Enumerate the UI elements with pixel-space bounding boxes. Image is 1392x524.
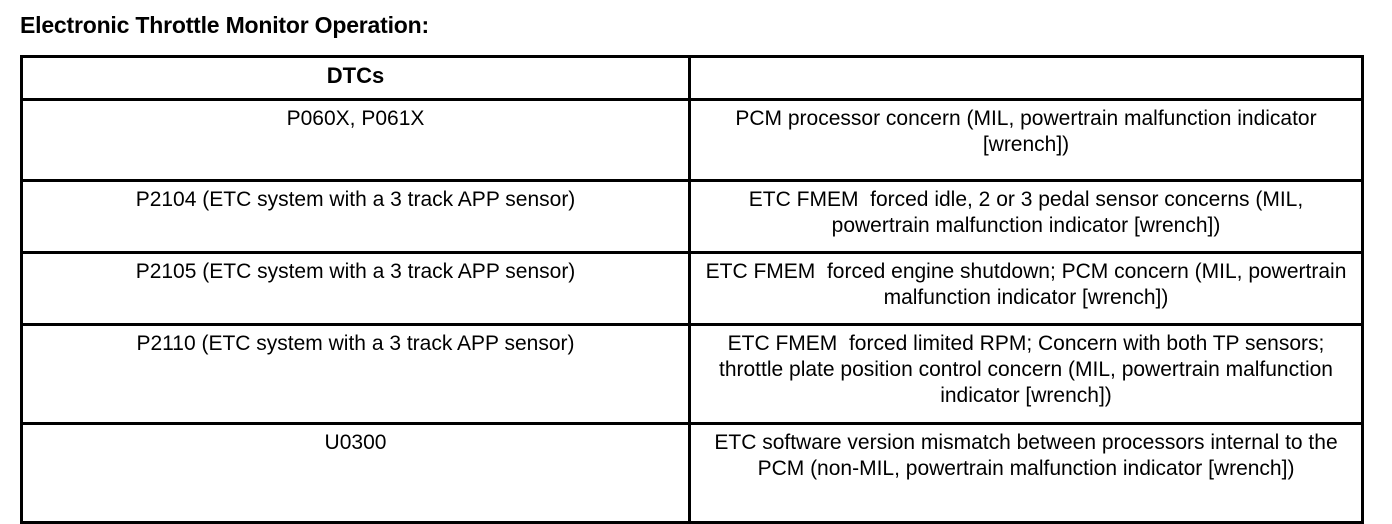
table-cell-dtc: P060X, P061X <box>20 98 691 182</box>
table-row: P2105 (ETC system with a 3 track APP sen… <box>20 251 1364 326</box>
table-cell-dtc: P2110 (ETC system with a 3 track APP sen… <box>20 323 691 425</box>
table-row: P060X, P061X PCM processor concern (MIL,… <box>20 98 1364 182</box>
table-cell-description: PCM processor concern (MIL, powertrain m… <box>688 98 1364 182</box>
dtc-code-text: P060X, P061X <box>286 107 425 130</box>
table-cell-description: ETC software version mismatch between pr… <box>688 422 1364 524</box>
table-row: P2104 (ETC system with a 3 track APP sen… <box>20 179 1364 254</box>
table-cell-dtc: P2104 (ETC system with a 3 track APP sen… <box>20 179 691 254</box>
dtc-code-text: P2105 (ETC system with a 3 track APP sen… <box>135 260 576 283</box>
description-text: ETC FMEM forced engine shutdown; PCM con… <box>705 260 1353 309</box>
description-text: ETC FMEM forced idle, 2 or 3 pedal senso… <box>748 188 1310 237</box>
table-cell-description: ETC FMEM forced idle, 2 or 3 pedal senso… <box>688 179 1364 254</box>
page-title: Electronic Throttle Monitor Operation: <box>20 12 429 38</box>
table-row: U0300 ETC software version mismatch betw… <box>20 422 1364 524</box>
document-page: Electronic Throttle Monitor Operation: D… <box>20 12 1364 524</box>
dtc-code-text: P2110 (ETC system with a 3 track APP sen… <box>136 332 575 355</box>
table-cell-description: ETC FMEM forced limited RPM; Concern wit… <box>688 323 1364 425</box>
dtc-code-text: U0300 <box>324 431 387 454</box>
description-text: ETC FMEM forced limited RPM; Concern wit… <box>719 332 1339 407</box>
description-text: ETC software version mismatch between pr… <box>714 431 1344 480</box>
table-cell-dtc: P2105 (ETC system with a 3 track APP sen… <box>20 251 691 326</box>
dtc-description-table: DTCs P060X, P061X PCM processor concern … <box>20 55 1364 524</box>
column-header-description <box>688 55 1364 101</box>
dtc-code-text: P2104 (ETC system with a 3 track APP sen… <box>135 188 576 211</box>
description-text: PCM processor concern (MIL, powertrain m… <box>735 107 1323 156</box>
table-header-row: DTCs <box>20 55 1364 101</box>
column-header-dtcs: DTCs <box>20 55 691 101</box>
column-header-dtcs-label: DTCs <box>326 63 385 88</box>
table-row: P2110 (ETC system with a 3 track APP sen… <box>20 323 1364 425</box>
table-cell-description: ETC FMEM forced engine shutdown; PCM con… <box>688 251 1364 326</box>
